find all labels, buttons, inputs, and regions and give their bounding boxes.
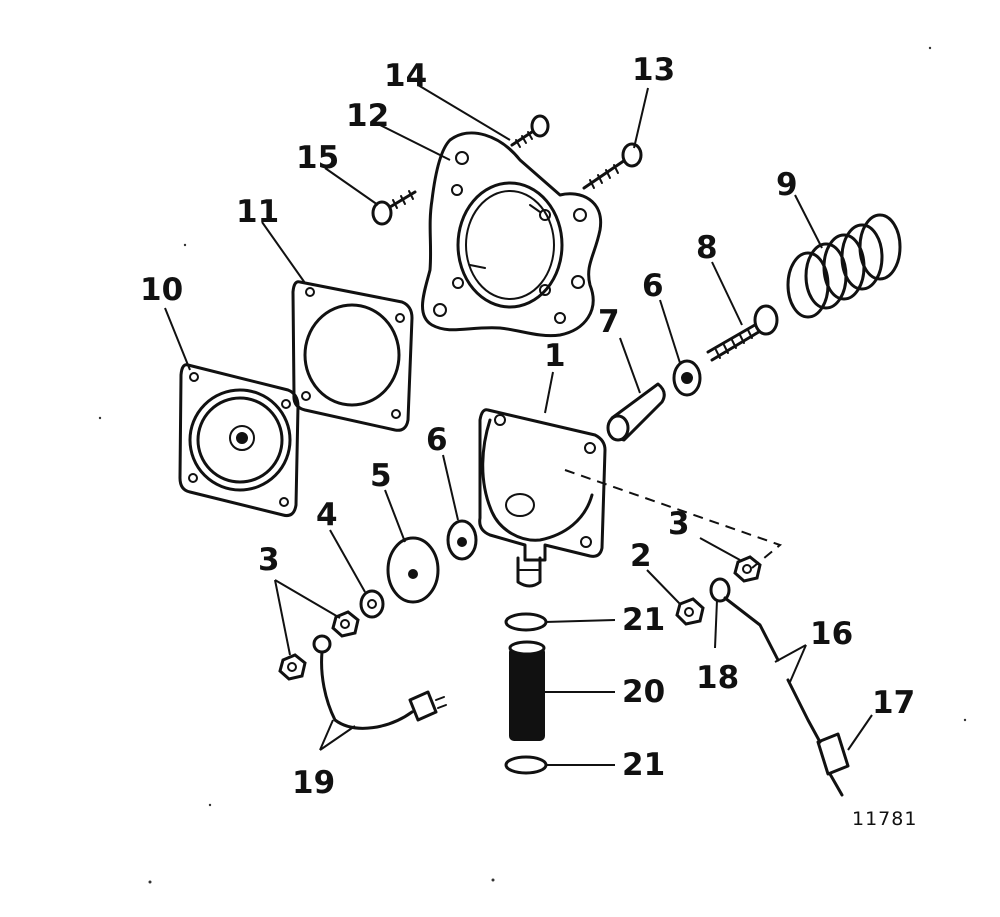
scan-speckles xyxy=(98,46,967,884)
screw-part-15 xyxy=(371,190,417,226)
callout-3-left: 3 xyxy=(258,542,280,578)
callout-14: 14 xyxy=(384,58,427,94)
callout-21-lower: 21 xyxy=(622,747,665,783)
callout-17: 17 xyxy=(872,685,915,721)
hose-part-20 xyxy=(508,640,546,741)
washer-part-4 xyxy=(359,589,385,619)
lead-wire-part-19 xyxy=(312,634,447,730)
callout-3-right: 3 xyxy=(668,506,690,542)
spring-part-9 xyxy=(786,213,902,319)
callout-21-upper: 21 xyxy=(622,602,665,638)
gasket-part-11 xyxy=(291,280,414,432)
callout-20: 20 xyxy=(622,674,665,710)
callout-labels: 14 13 12 15 9 11 8 10 6 7 1 6 5 4 3 3 2 … xyxy=(140,52,915,801)
callout-18: 18 xyxy=(696,660,739,696)
disc-part-5 xyxy=(386,536,440,604)
diaphragm-part-10 xyxy=(178,363,300,517)
callout-1: 1 xyxy=(544,338,566,374)
clamp-part-21-lower xyxy=(504,755,548,775)
nut-part-3-right xyxy=(733,555,762,583)
callout-9: 9 xyxy=(776,167,798,203)
washer-part-6-lower xyxy=(446,519,478,561)
assembly-dashed-line xyxy=(564,469,783,569)
callout-11: 11 xyxy=(236,194,279,230)
sleeve-part-7 xyxy=(606,382,666,442)
pump-body-part-1 xyxy=(478,408,607,588)
callout-2: 2 xyxy=(630,538,652,574)
callout-6-lower: 6 xyxy=(426,422,448,458)
callout-12: 12 xyxy=(346,98,389,134)
callout-19: 19 xyxy=(292,765,335,801)
callout-15: 15 xyxy=(296,140,339,176)
screw-part-13 xyxy=(582,142,643,190)
terminal-part-17 xyxy=(816,732,850,797)
callout-16: 16 xyxy=(810,616,853,652)
callout-8: 8 xyxy=(696,230,718,266)
washer-part-6-upper xyxy=(672,359,702,397)
callout-7: 7 xyxy=(598,304,620,340)
ground-lead-part-18-16 xyxy=(709,577,822,744)
callout-13: 13 xyxy=(632,52,675,88)
figure-number: 11781 xyxy=(852,808,917,830)
leader-lines xyxy=(164,84,873,766)
callout-6-upper: 6 xyxy=(642,268,664,304)
nut-part-2 xyxy=(675,597,705,626)
callout-4: 4 xyxy=(316,497,338,533)
callout-5: 5 xyxy=(370,458,392,494)
callout-10: 10 xyxy=(140,272,183,308)
screw-part-14 xyxy=(510,114,550,148)
clamp-part-21-upper xyxy=(504,612,548,632)
pump-cover-part-12 xyxy=(421,131,603,338)
screw-part-8 xyxy=(706,304,779,362)
